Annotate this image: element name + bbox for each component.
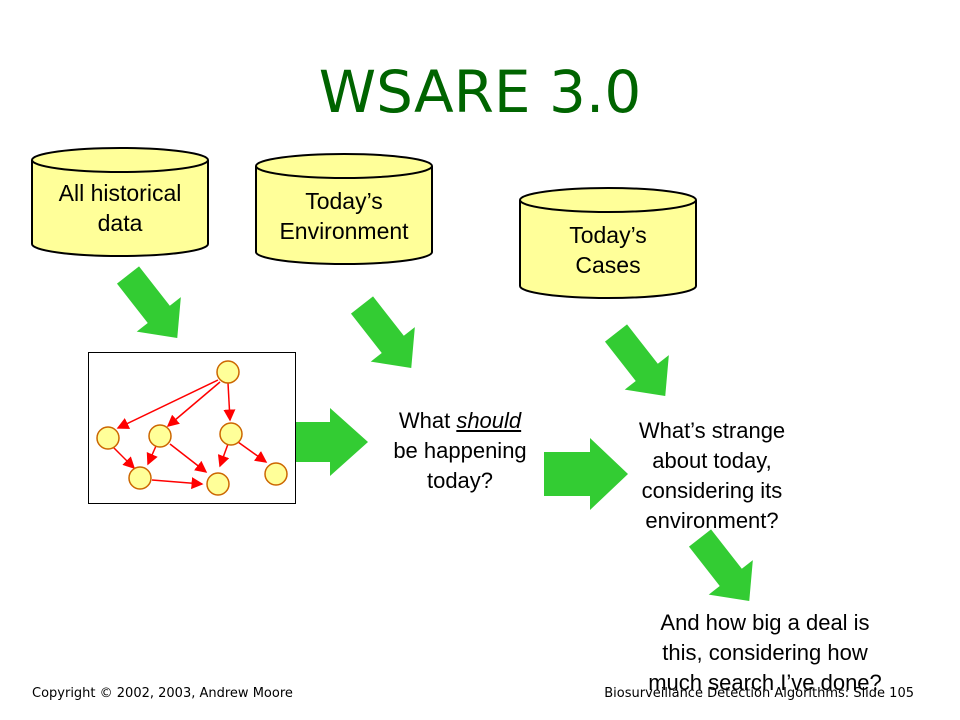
- arrow-strange-to-bigdeal: [688, 529, 753, 602]
- network-node: [264, 462, 288, 486]
- strange-question: What’s strange about today, considering …: [602, 416, 822, 536]
- database-historical-line1: All historical: [58, 180, 182, 206]
- database-cases-line1: Today’s: [569, 222, 647, 248]
- expectation-line1: What should: [370, 406, 550, 436]
- expectation-emphasis: should: [456, 408, 522, 433]
- slide-title: WSARE 3.0: [318, 58, 642, 126]
- arrow-expectation-to-strange: [544, 438, 628, 510]
- database-environment-line1: Today’s: [305, 188, 383, 214]
- network-node: [219, 422, 243, 446]
- database-historical-label: All historical data: [32, 178, 208, 238]
- bayes-network-box: [88, 352, 296, 504]
- strange-line2: about today,: [652, 448, 772, 473]
- arrow-environment-to-expectation: [350, 296, 415, 369]
- bayes-network-graph: [96, 360, 288, 496]
- network-node: [148, 424, 172, 448]
- database-environment: [255, 153, 433, 265]
- strange-line1: What’s strange: [638, 418, 786, 443]
- expectation-line2: be happening: [393, 438, 527, 463]
- database-environment-label: Today’s Environment: [256, 186, 432, 246]
- bigdeal-line1: And how big a deal is: [660, 610, 870, 635]
- database-historical-line2: data: [97, 210, 143, 236]
- arrow-network-to-expectation: [280, 408, 368, 476]
- database-cases-line2: Cases: [575, 252, 641, 278]
- arrow-historical-to-network: [116, 266, 181, 339]
- database-historical: [31, 147, 209, 257]
- strange-line4: environment?: [645, 508, 779, 533]
- database-environment-line2: Environment: [279, 218, 409, 244]
- bigdeal-question: And how big a deal is this, considering …: [610, 608, 920, 698]
- expectation-line3: today?: [426, 468, 494, 493]
- network-node: [96, 426, 120, 450]
- expectation-question: What should be happening today?: [370, 406, 550, 496]
- arrow-cases-to-strange: [604, 324, 669, 397]
- network-node: [216, 360, 240, 384]
- database-cases-label: Today’s Cases: [520, 220, 696, 280]
- expectation-line1-pre: What: [398, 408, 457, 433]
- footer-copyright: Copyright © 2002, 2003, Andrew Moore: [32, 686, 293, 701]
- strange-line3: considering its: [641, 478, 783, 503]
- bigdeal-line2: this, considering how: [662, 640, 868, 665]
- bigdeal-line3: much search I’ve done?: [648, 670, 882, 695]
- network-node: [128, 466, 152, 490]
- network-node: [206, 472, 230, 496]
- footer-slide-number: Biosurveillance Detection Algorithms: Sl…: [604, 686, 914, 701]
- database-cases: [519, 187, 697, 299]
